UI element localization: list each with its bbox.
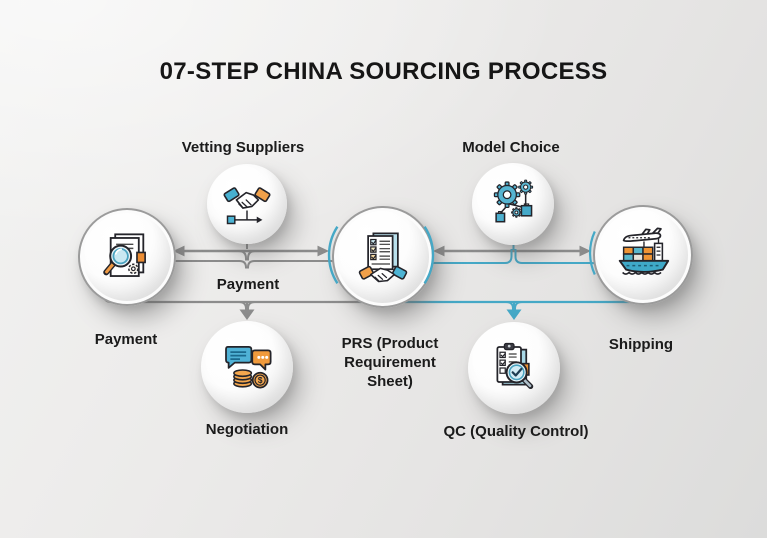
node-prs (332, 206, 434, 308)
label-payment-documents: Payment (94, 331, 158, 348)
cargo-ship-icon (618, 227, 670, 275)
document-search-icon (103, 233, 146, 277)
vetting-junction (238, 242, 256, 261)
gears-flow-icon (493, 179, 534, 223)
rail-right (425, 244, 602, 270)
label-shipping: Shipping (608, 336, 674, 353)
label-prs: PRS (Product Requirement Sheet) (341, 335, 439, 390)
label-negotiation: Negotiation (205, 421, 289, 438)
rail-left (162, 251, 342, 272)
branch-negotiation (238, 301, 256, 320)
node-payment-documents (78, 208, 176, 306)
label-qc: QC (Quality Control) (443, 423, 589, 440)
double-arrow-left (173, 245, 329, 257)
label-vetting-suppliers: Vetting Suppliers (181, 139, 305, 156)
chat-coins-icon: $ (225, 346, 272, 389)
dollar-glyph: $ (258, 375, 263, 385)
double-arrow-right (433, 245, 591, 257)
node-shipping (593, 205, 693, 305)
page-title: 07-STEP CHINA SOURCING PROCESS (159, 58, 608, 85)
node-model-choice (472, 163, 554, 245)
checklist-handshake-icon (358, 232, 408, 283)
handshake-icon (223, 187, 271, 225)
node-qc (468, 322, 560, 414)
label-payment-flow: Payment (216, 276, 280, 293)
label-model-choice: Model Choice (462, 139, 560, 156)
node-negotiation: $ (201, 321, 293, 413)
quality-check-icon (496, 342, 534, 389)
node-vetting-suppliers (207, 164, 287, 244)
branch-qc (505, 301, 523, 320)
